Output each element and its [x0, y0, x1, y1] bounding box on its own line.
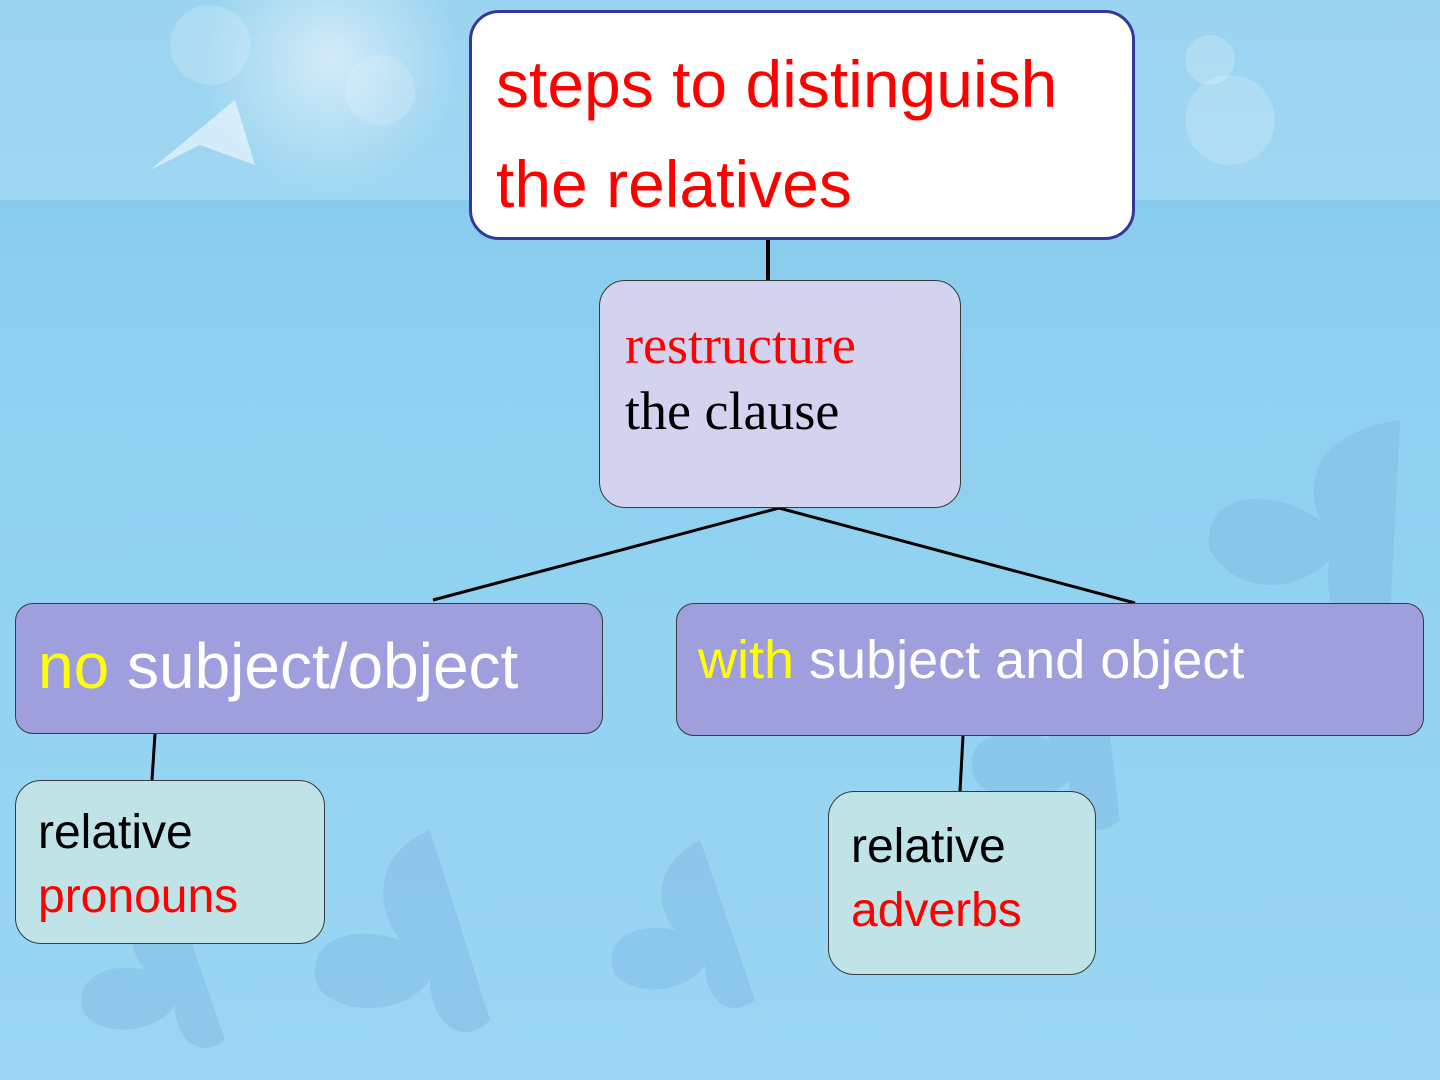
connector-root-left	[432, 506, 780, 602]
leaf-node-left	[15, 780, 325, 944]
leaf-left-text: relative pronouns	[38, 801, 238, 929]
leaf-left-line-1: relative	[38, 806, 193, 859]
title-text: steps to distinguish the relatives	[496, 34, 1136, 234]
root-node	[599, 280, 961, 508]
leaf-right-text: relative adverbs	[851, 815, 1022, 943]
root-line-2: the clause	[625, 381, 840, 441]
branch-right-rest: subject and object	[794, 630, 1245, 690]
branch-left-text: no subject/object	[38, 628, 518, 704]
title-box	[469, 10, 1135, 240]
branch-left-rest: subject/object	[109, 630, 519, 702]
leaf-node-right	[828, 791, 1096, 975]
branch-right-prefix: with	[698, 630, 795, 690]
branch-node-left	[15, 603, 603, 734]
root-node-text: restructure the clause	[625, 312, 856, 444]
title-line-2: the relatives	[496, 147, 852, 221]
root-line-1: restructure	[625, 315, 856, 375]
branch-left-prefix: no	[38, 630, 110, 702]
leaf-right-line-2: adverbs	[851, 884, 1022, 937]
title-line-1: steps to distinguish	[496, 47, 1058, 121]
leaf-right-line-1: relative	[851, 820, 1006, 873]
connector-right-leaf	[958, 735, 965, 792]
connector-left-leaf	[150, 733, 157, 781]
connector-root-right	[778, 506, 1136, 605]
leaf-left-line-2: pronouns	[38, 870, 239, 923]
branch-node-right	[676, 603, 1424, 736]
branch-right-text: with subject and object	[698, 628, 1244, 692]
